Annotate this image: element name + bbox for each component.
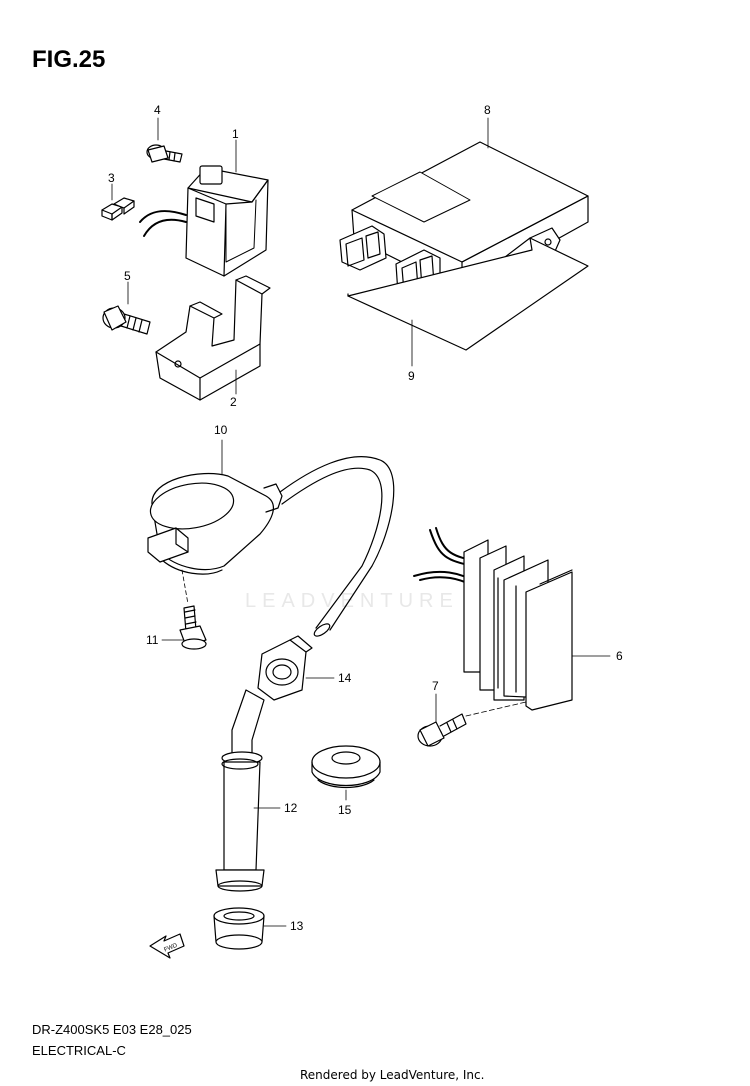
part-10-ignition-coil[interactable] (147, 456, 395, 639)
callout-10: 10 (214, 423, 228, 437)
callout-14: 14 (338, 671, 352, 685)
part-6-regulator[interactable] (413, 527, 573, 711)
part-12-plug-cap[interactable] (215, 689, 265, 892)
part-5-bolt[interactable] (102, 305, 151, 335)
callout-6: 6 (616, 649, 623, 663)
part-15-grommet[interactable] (311, 745, 381, 789)
callout-13: 13 (290, 919, 304, 933)
part-11-bolt[interactable] (179, 605, 207, 650)
fwd-arrow-icon: FWD (149, 933, 185, 959)
callout-8: 8 (484, 103, 491, 117)
callout-7: 7 (432, 679, 439, 693)
callout-4: 4 (154, 103, 161, 117)
part-4-bolt[interactable] (146, 144, 183, 163)
callout-1: 1 (232, 127, 239, 141)
part-3-connector[interactable] (101, 197, 135, 221)
section-name: ELECTRICAL-C (32, 1043, 126, 1058)
part-8-cdi-unit[interactable] (339, 141, 589, 303)
part-13-cap[interactable] (213, 907, 265, 950)
part-9-pad[interactable] (347, 237, 589, 351)
part-1-relay[interactable] (139, 165, 269, 277)
callout-9: 9 (408, 369, 415, 383)
callout-15: 15 (338, 803, 352, 817)
part-2-bracket[interactable] (155, 275, 271, 401)
callout-3: 3 (108, 171, 115, 185)
callout-12: 12 (284, 801, 298, 815)
render-credit: Rendered by LeadVenture, Inc. (300, 1068, 485, 1082)
callout-5: 5 (124, 269, 131, 283)
figure-title: FIG.25 (32, 46, 106, 73)
model-code: DR-Z400SK5 E03 E28_025 (32, 1022, 192, 1037)
part-7-bolt[interactable] (417, 713, 467, 747)
part-14-grommet[interactable] (257, 635, 313, 701)
callout-11: 11 (146, 633, 159, 647)
fwd-label: FWD (163, 943, 179, 954)
callout-2: 2 (230, 395, 237, 409)
